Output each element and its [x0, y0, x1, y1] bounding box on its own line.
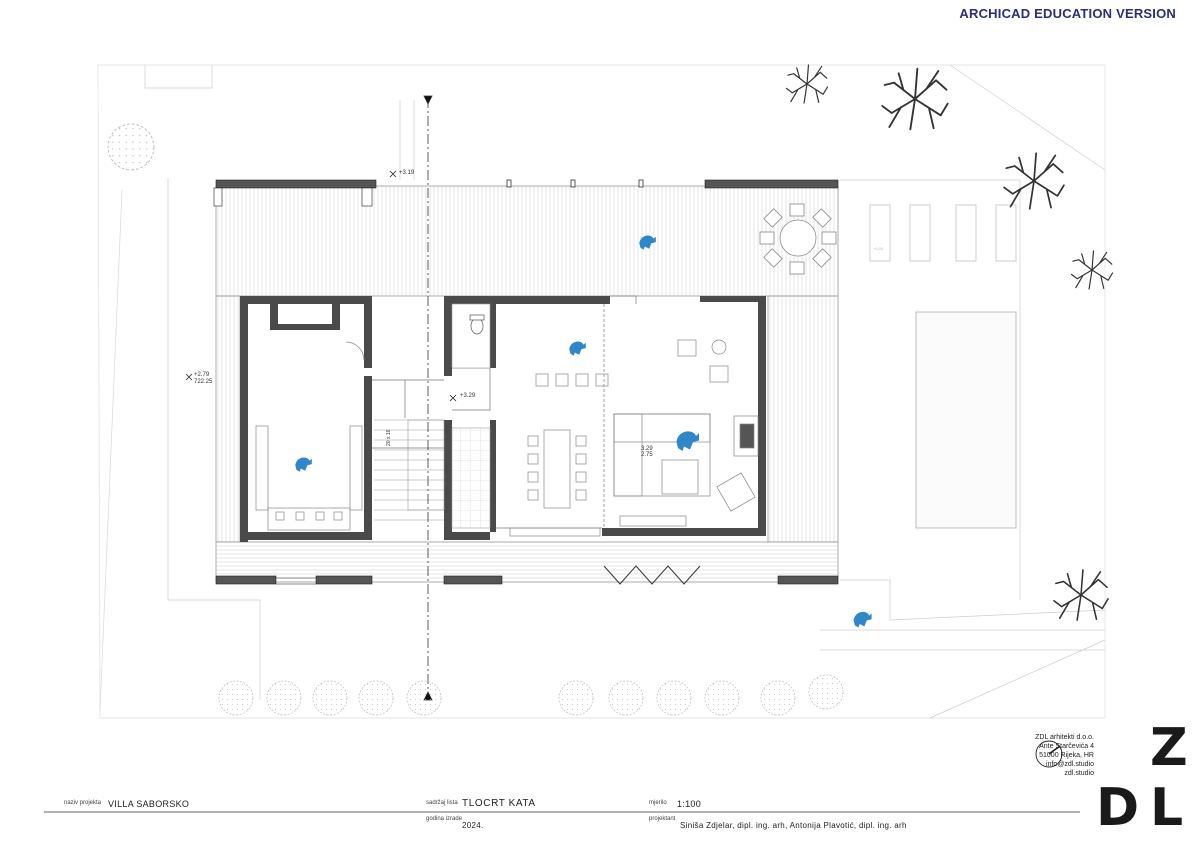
designers: Siniša Zdjelar, dipl. ing. arh, Antonija… — [680, 821, 907, 830]
office-city: 51000 Rijeka, HR — [1039, 752, 1094, 759]
bench-mark: +0.00 — [873, 246, 884, 251]
level-room-a: 3.29 — [641, 446, 653, 452]
stair — [374, 419, 445, 521]
level-site-abs: 722.25 — [194, 379, 213, 385]
level-terrace: +3.19 — [399, 170, 415, 176]
logo-l: L — [1150, 778, 1184, 838]
outdoor-table — [759, 203, 837, 275]
level-site: +2.79 — [194, 372, 210, 378]
level-marker-icon — [185, 170, 457, 402]
year-value: 2024. — [462, 821, 484, 830]
designer-caption: projektant — [649, 816, 676, 822]
walls — [240, 296, 766, 542]
sheet-caption: sadržaj lista — [426, 800, 458, 806]
pool — [915, 311, 1017, 529]
office-web: zdl.studio — [1064, 770, 1094, 777]
site-context — [97, 64, 1106, 719]
project-name: VILLA SABORSKO — [108, 799, 190, 809]
scale-caption: mjerilo — [649, 800, 667, 806]
scale-value: 1:100 — [677, 799, 702, 809]
office-email: info@zdl.studio — [1046, 761, 1094, 768]
office-name: ZDL arhitekti d.o.o. — [1035, 734, 1094, 741]
sheet-name: TLOCRT KATA — [462, 798, 536, 809]
watermark-label: ARCHICAD EDUCATION VERSION — [959, 6, 1176, 21]
folding-door — [603, 565, 701, 585]
office-street: Ante Starčevića 4 — [1039, 743, 1094, 750]
logo-d: D — [1096, 778, 1140, 838]
year-caption: godina izrade — [426, 816, 463, 822]
terrace-deck — [215, 185, 839, 297]
stair-label: 20 x 16 — [386, 429, 392, 446]
project-caption: naziv projekta — [64, 800, 102, 806]
roof-beams — [213, 179, 839, 585]
north-arrow-icon — [1035, 740, 1063, 768]
logo-z: Z — [1150, 718, 1188, 778]
level-room-b: 2.75 — [641, 452, 653, 458]
level-floor: +3.29 — [460, 393, 476, 399]
office-info: ZDL arhitekti d.o.o. Ante Starčevića 4 5… — [1035, 733, 1094, 778]
